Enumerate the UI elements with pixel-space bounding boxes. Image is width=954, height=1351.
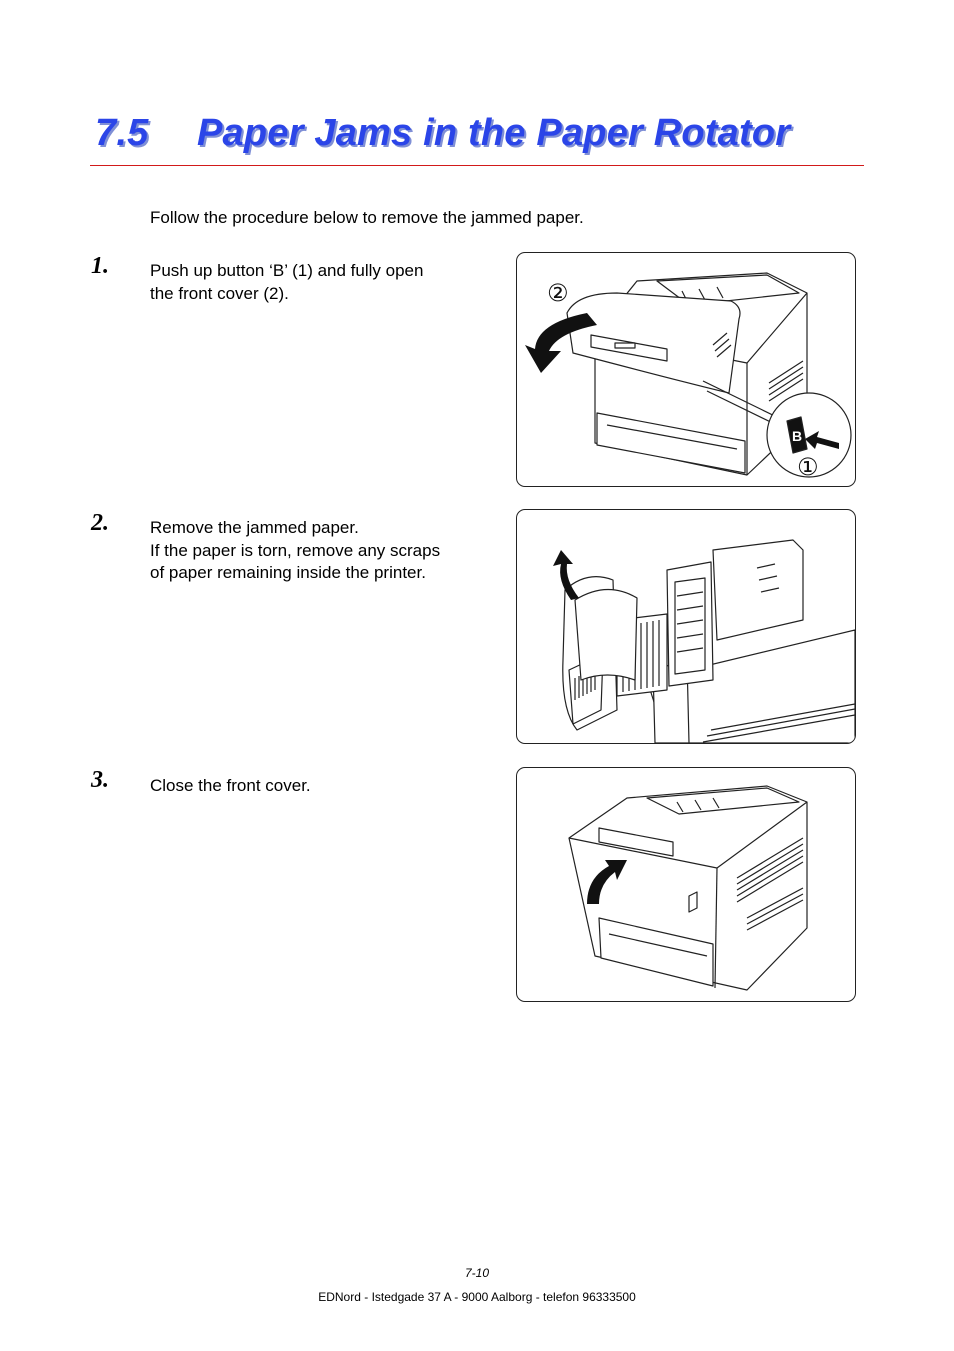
step-1-illustration: B ② ①	[516, 252, 856, 487]
callout-2: ②	[547, 279, 569, 307]
step-2-illustration	[516, 509, 856, 744]
step-1-line-2: the front cover (2).	[150, 283, 289, 303]
page-number: 7-10	[464, 1266, 490, 1280]
heading-rule	[90, 165, 864, 166]
step-3-number: 3.	[91, 767, 109, 793]
callout-1: ①	[797, 453, 819, 481]
intro-text: Follow the procedure below to remove the…	[150, 208, 584, 227]
printer-remove-paper-drawing	[553, 539, 855, 743]
step-3-illustration	[516, 767, 856, 1002]
step-2-number: 2.	[91, 510, 109, 536]
button-b-label: B	[792, 428, 802, 444]
step-3-text: Close the front cover.	[150, 775, 490, 798]
section-title: 7.5 Paper Jams in the Paper Rotator	[95, 112, 790, 155]
step-1-text: Push up button ‘B’ (1) and fully open th…	[150, 260, 490, 305]
section-heading-text: Paper Jams in the Paper Rotator	[197, 112, 791, 154]
step-3-line-1: Close the front cover.	[150, 776, 311, 795]
step-2-line-3: of paper remaining inside the printer.	[150, 563, 426, 582]
step-2-line-2: If the paper is torn, remove any scraps	[150, 540, 441, 560]
footer-address: EDNord - Istedgade 37 A - 9000 Aalborg -…	[318, 1290, 636, 1304]
printer-close-cover-drawing	[568, 785, 808, 991]
printer-open-cover-drawing: B ② ①	[525, 272, 852, 481]
step-2-text: Remove the jammed paper. If the paper is…	[150, 517, 490, 585]
step-1-number: 1.	[91, 253, 109, 279]
section-number: 7.5	[95, 112, 149, 154]
step-2-line-1: Remove the jammed paper.	[150, 518, 359, 537]
step-1-line-1: Push up button ‘B’ (1) and fully open	[150, 261, 424, 280]
